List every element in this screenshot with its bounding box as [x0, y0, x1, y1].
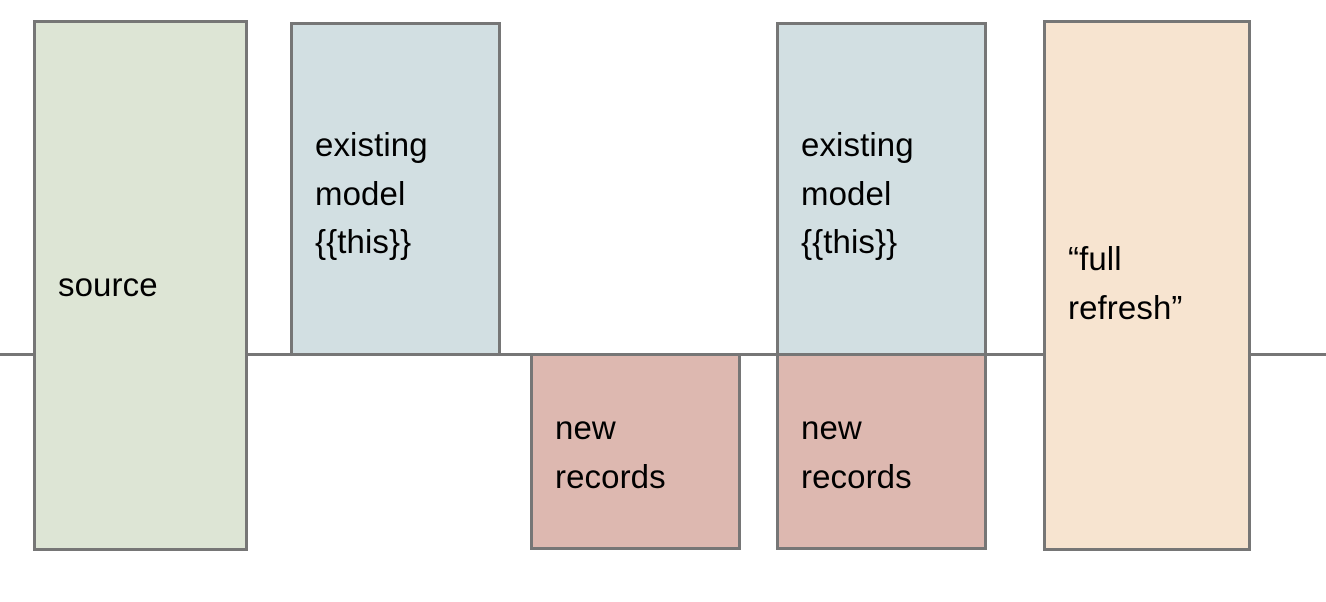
box-full-refresh-label: “full refresh”	[1068, 240, 1183, 326]
box-source-label: source	[58, 266, 158, 304]
box-existing-model-2-label: existing model {{this}}	[801, 126, 914, 260]
box-new-records-2-label: new records	[801, 409, 912, 495]
box-new-records-2[interactable]: new records	[776, 353, 987, 550]
box-full-refresh[interactable]: “full refresh”	[1043, 20, 1251, 551]
box-new-records-1-label: new records	[555, 409, 666, 495]
box-source[interactable]: source	[33, 20, 248, 551]
box-existing-model-2[interactable]: existing model {{this}}	[776, 22, 987, 356]
box-existing-model-1[interactable]: existing model {{this}}	[290, 22, 501, 356]
box-new-records-1[interactable]: new records	[530, 353, 741, 550]
box-existing-model-1-label: existing model {{this}}	[315, 126, 428, 260]
